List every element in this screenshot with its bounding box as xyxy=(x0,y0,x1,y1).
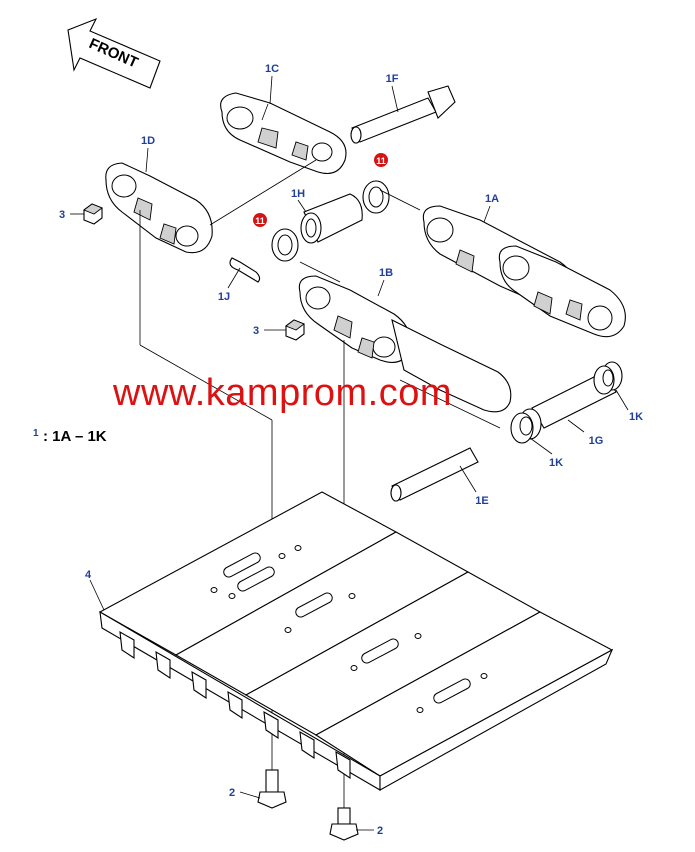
front-arrow-icon: FRONT xyxy=(67,17,161,89)
pin-1e xyxy=(390,447,479,502)
callout-1b: 1B xyxy=(379,267,393,279)
nut-3-lower xyxy=(285,319,305,341)
track-shoes-4 xyxy=(98,491,614,791)
callout-1d: 1D xyxy=(141,135,155,147)
seal-badge-lower: 11 xyxy=(253,213,267,227)
bolt-2-left xyxy=(257,769,287,809)
watermark: www.kamprom.com xyxy=(112,372,452,414)
link-1a xyxy=(422,205,626,338)
spring-1k-right xyxy=(593,361,623,395)
link-1b xyxy=(298,275,512,413)
bolt-2-right xyxy=(329,807,359,841)
callout-2-left: 2 xyxy=(229,787,235,799)
callout-2-right: 2 xyxy=(377,825,383,837)
seal-badge-upper: 11 xyxy=(374,153,388,167)
spring-1k-left xyxy=(510,408,542,444)
badge-11-lower: 11 xyxy=(255,216,265,226)
badge-11-upper: 11 xyxy=(376,156,386,166)
pin-1f xyxy=(350,85,456,144)
callout-3-upper: 3 xyxy=(59,209,65,221)
seal-11-right xyxy=(362,180,390,214)
legend-index: 1 xyxy=(33,428,39,439)
callout-1a: 1A xyxy=(485,193,499,205)
nut-3-upper xyxy=(83,203,103,225)
clip-1j xyxy=(229,257,261,283)
bushing-1h xyxy=(300,193,363,244)
callout-leaders xyxy=(70,75,629,831)
callout-1h: 1H xyxy=(291,188,305,200)
callout-1c: 1C xyxy=(265,63,279,75)
link-1d xyxy=(105,162,213,254)
seal-11-left xyxy=(271,228,299,262)
callout-1f: 1F xyxy=(386,73,399,85)
callout-1g: 1G xyxy=(589,435,604,447)
callout-1e: 1E xyxy=(475,495,488,507)
callout-1k-left: 1K xyxy=(549,457,563,469)
link-1c xyxy=(220,92,347,175)
callout-1k-right: 1K xyxy=(629,411,643,423)
legend-text: : 1A – 1K xyxy=(43,428,107,445)
callout-3-lower: 3 xyxy=(253,325,259,337)
callout-4: 4 xyxy=(85,569,92,581)
callout-1j: 1J xyxy=(218,291,230,303)
